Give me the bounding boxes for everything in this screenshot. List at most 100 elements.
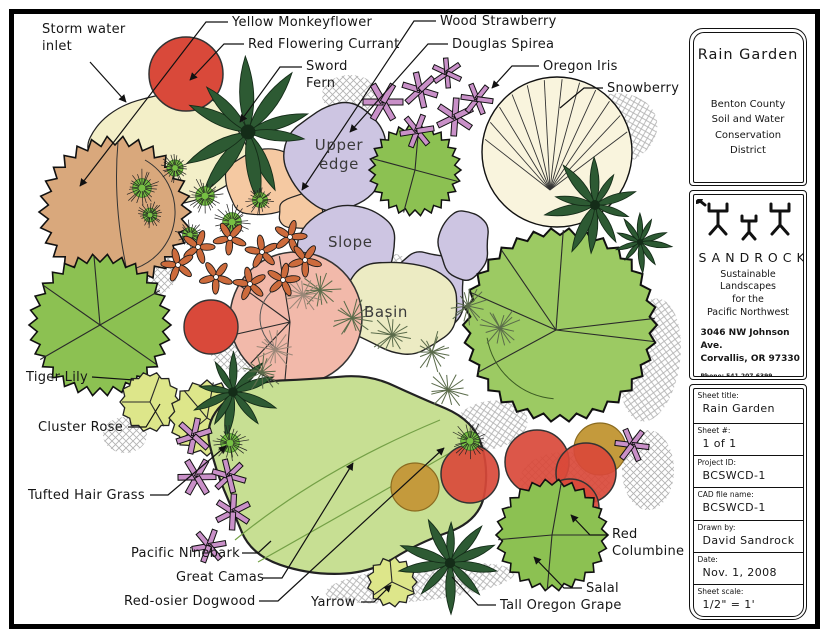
firm-contact: Phone: 541.207.6399 Web: www.sandrocklan… [701, 372, 803, 376]
label-sword-fern: Sword Fern [306, 59, 348, 91]
zone-label-slope: Slope [328, 233, 373, 251]
branch-lines [372, 126, 458, 213]
leader-douglas-spirea [349, 43, 448, 133]
zone-label-upper-edge: Upper edge [314, 136, 364, 173]
purple-aster-symbol [614, 427, 650, 463]
sword-fern-symbol [614, 211, 674, 275]
leader-oregon-iris [491, 65, 539, 89]
grass-tuft-symbol [479, 309, 521, 346]
grass-tuft-symbol [450, 288, 487, 326]
label-cluster-rose: Cluster Rose [38, 420, 124, 435]
purple-aster-symbol [431, 57, 463, 89]
firm-block: SANDROCK Sustainable Landscapes for the … [689, 190, 807, 380]
firm-tagline: Sustainable Landscapes for the Pacific N… [694, 269, 803, 320]
leader-red-osier-dogwood [259, 447, 445, 602]
great-camas-area [207, 375, 488, 575]
purple-aster-symbol [175, 417, 213, 455]
leader-sword-fern [239, 66, 302, 123]
leader-snowberry [559, 87, 603, 109]
purple-aster-symbol [177, 458, 217, 496]
plant-circle [461, 227, 659, 423]
leader-red-flowering-currant [189, 43, 244, 81]
groundcover-puff-symbol [452, 423, 486, 460]
leader-yellow-monkeyflower [79, 21, 228, 187]
grass-tuft-symbol [256, 330, 293, 367]
label-douglas-spirea: Douglas Spirea [452, 37, 555, 52]
groundcover-puff-symbol [160, 153, 191, 184]
leader-great-camas [262, 462, 354, 579]
title-block-header: Rain Garden Benton County Soil and Water… [689, 28, 807, 186]
label-storm-water-inlet: Storm water inlet [42, 22, 126, 54]
camas-contour [257, 445, 463, 563]
leader-pacific-ninebark [242, 540, 272, 554]
snowberry-branch-lines [484, 79, 628, 191]
field-project-id: Project ID: BCSWCD-1 [693, 455, 803, 487]
field-drawn-by: Drawn by: David Sandrock [693, 519, 803, 552]
client-name: Benton County Soil and Water Conservatio… [694, 97, 803, 159]
label-wood-strawberry: Wood Strawberry [440, 14, 557, 29]
label-great-camas: Great Camas [176, 570, 265, 585]
grass-tuft-symbol [301, 272, 342, 307]
branch-lines [470, 230, 655, 373]
wood-strawberry-flower-symbol [183, 230, 216, 264]
drawing-title: Rain Garden [697, 46, 799, 63]
grass-tuft-symbol [431, 372, 469, 406]
branch-lines [122, 375, 165, 427]
leader-salal [533, 556, 582, 589]
zone-label-basin: Basin [364, 303, 408, 321]
address-line: Corvallis, OR 97330 [700, 353, 800, 364]
label-snowberry: Snowberry [607, 81, 680, 96]
leader-yarrow [361, 584, 392, 603]
leader-tall-oregon-grape [451, 576, 496, 606]
leader-tufted-hair-grass [150, 445, 227, 496]
purple-aster-symbol [401, 71, 439, 109]
purple-aster-symbol [460, 82, 494, 116]
grass-tuft-symbol [370, 314, 411, 351]
red-columbine-symbol [440, 444, 500, 504]
purple-aster-symbol [436, 97, 474, 137]
branch-lines [486, 337, 554, 400]
douglas-spirea-symbol [437, 210, 489, 282]
field-sheet-number: Sheet #: 1 of 1 [693, 422, 803, 455]
yellow-monkeyflower-symbol [37, 135, 193, 289]
branch-lines [372, 559, 414, 596]
douglas-spirea-symbol [283, 101, 387, 212]
sandrock-logo-icon [696, 198, 791, 240]
label-red-columbine: Red Columbine [612, 527, 685, 559]
firm-name: SANDROCK [698, 249, 804, 265]
leader-wood-strawberry [301, 20, 436, 191]
client-line: Conservation [714, 129, 782, 141]
wood-strawberry-flower-symbol [267, 262, 301, 297]
wood-strawberry-flower-symbol [274, 219, 308, 254]
purple-aster-symbol [399, 113, 435, 149]
wood-strawberry-flower-symbol [232, 266, 266, 301]
leader-storm-water-inlet [89, 61, 127, 103]
label-tiger-lily: Tiger Lily [26, 370, 89, 385]
firm-address: 3046 NW Johnson Ave. Corvallis, OR 97330 [701, 327, 803, 366]
field-sheet-title: Sheet title: Rain Garden [697, 390, 775, 415]
camas-contour [234, 419, 441, 541]
branch-lines [135, 159, 176, 269]
grass-tuft-symbol [333, 298, 373, 335]
label-tufted-hair-grass: Tufted Hair Grass [28, 488, 145, 503]
sheet-fields: Sheet title: Rain Garden Sheet #: 1 of 1… [689, 384, 807, 620]
client-line: Benton County [710, 98, 786, 110]
plant-circle [390, 462, 440, 512]
title-block-panel: Rain Garden Benton County Soil and Water… [689, 28, 807, 620]
tagline-line: for the [732, 294, 764, 306]
leader-red-columbine [570, 514, 608, 536]
sword-fern-symbol [397, 518, 499, 616]
label-red-osier-dogwood: Red-osier Dogwood [124, 594, 256, 609]
groundcover-puff-symbol [245, 187, 274, 216]
groundcover-puff-symbol [126, 168, 159, 206]
leader-cluster-rose [128, 403, 161, 428]
branch-lines [39, 256, 161, 366]
purple-aster-symbol [211, 458, 247, 494]
sword-fern-symbol [543, 155, 637, 255]
groundcover-puff-symbol [138, 201, 162, 229]
groundcover-puff-symbol [189, 178, 224, 214]
field-cad-file: CAD file name: BCSWCD-1 [693, 487, 803, 519]
label-tall-oregon-grape: Tall Oregon Grape [500, 598, 622, 613]
